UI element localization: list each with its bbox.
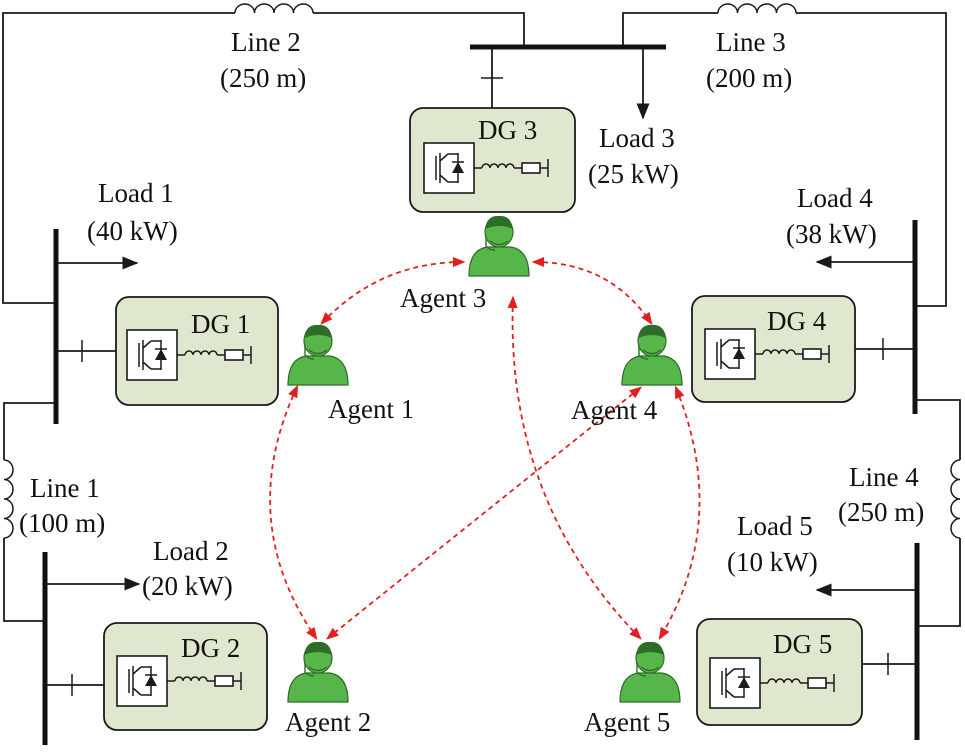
- agent-3: Agent 3: [400, 215, 530, 313]
- agent-1-label: Agent 1: [328, 394, 414, 424]
- line-3-length: (200 m): [706, 63, 792, 93]
- agent-5-label: Agent 5: [584, 707, 670, 737]
- agent-4-label: Agent 4: [571, 395, 658, 425]
- dg-1: DG 1: [115, 296, 279, 406]
- dg-2-label: DG 2: [181, 633, 240, 663]
- load-3-power: (25 kW): [588, 159, 679, 189]
- line-3-inductor: [717, 3, 797, 14]
- dg-5: DG 5: [696, 618, 863, 726]
- agent-5: Agent 5: [584, 641, 681, 737]
- comm-link-agent3-agent4: [531, 256, 653, 326]
- dg-3-label: DG 3: [478, 115, 537, 145]
- line-2-name: Line 2: [231, 27, 301, 57]
- comm-link-agent1-agent2: [269, 384, 318, 641]
- agent-5-icon: [619, 641, 681, 703]
- line-2-length: (250 m): [220, 63, 306, 93]
- line-1-name: Line 1: [30, 473, 100, 503]
- line-1-length: (100 m): [19, 508, 105, 538]
- comm-link-agent4-agent2: [326, 386, 642, 640]
- comm-link-agent1-agent3: [320, 256, 466, 325]
- dg-2: DG 2: [103, 622, 268, 731]
- load-5-power: (10 kW): [727, 547, 818, 577]
- agent-1: Agent 1: [287, 324, 414, 424]
- agent-1-icon: [287, 324, 349, 386]
- load-4-name: Load 4: [797, 183, 873, 213]
- comm-link-agent3-agent5: [507, 295, 642, 640]
- dg-1-label: DG 1: [191, 309, 250, 339]
- line-2-wire: [2, 12, 525, 304]
- agent-2-label: Agent 2: [285, 707, 371, 737]
- line-4-wire: [915, 399, 961, 627]
- agent-4: Agent 4: [571, 324, 683, 425]
- line-4-length: (250 m): [838, 497, 924, 527]
- load-1-name: Load 1: [98, 178, 174, 208]
- line-3-wire: [622, 12, 947, 307]
- agent-3-label: Agent 3: [400, 283, 486, 313]
- agent-2-icon: [287, 641, 349, 703]
- load-4-power: (38 kW): [786, 219, 877, 249]
- dg-3: DG 3: [409, 107, 576, 213]
- load-1-power: (40 kW): [87, 216, 178, 246]
- dg-4-label: DG 4: [767, 306, 827, 336]
- communication-links: [269, 256, 701, 641]
- dg-5-label: DG 5: [773, 629, 832, 659]
- line-2-inductor: [234, 3, 314, 14]
- line-3-name: Line 3: [716, 27, 786, 57]
- load-3-name: Load 3: [599, 123, 675, 153]
- comm-link-agent4-agent5: [658, 385, 701, 641]
- agent-3-icon: [468, 215, 530, 277]
- power-wiring: [2, 3, 961, 745]
- load-5-name: Load 5: [737, 511, 813, 541]
- line-4-inductor: [950, 459, 961, 539]
- agent-4-icon: [621, 324, 683, 386]
- line-4-name: Line 4: [849, 462, 919, 492]
- agent-2: Agent 2: [285, 641, 371, 737]
- line-1-inductor: [3, 459, 14, 539]
- dg-4: DG 4: [691, 295, 856, 403]
- line-1-wire: [3, 402, 56, 622]
- load-2-power: (20 kW): [142, 571, 233, 601]
- load-2-name: Load 2: [153, 536, 229, 566]
